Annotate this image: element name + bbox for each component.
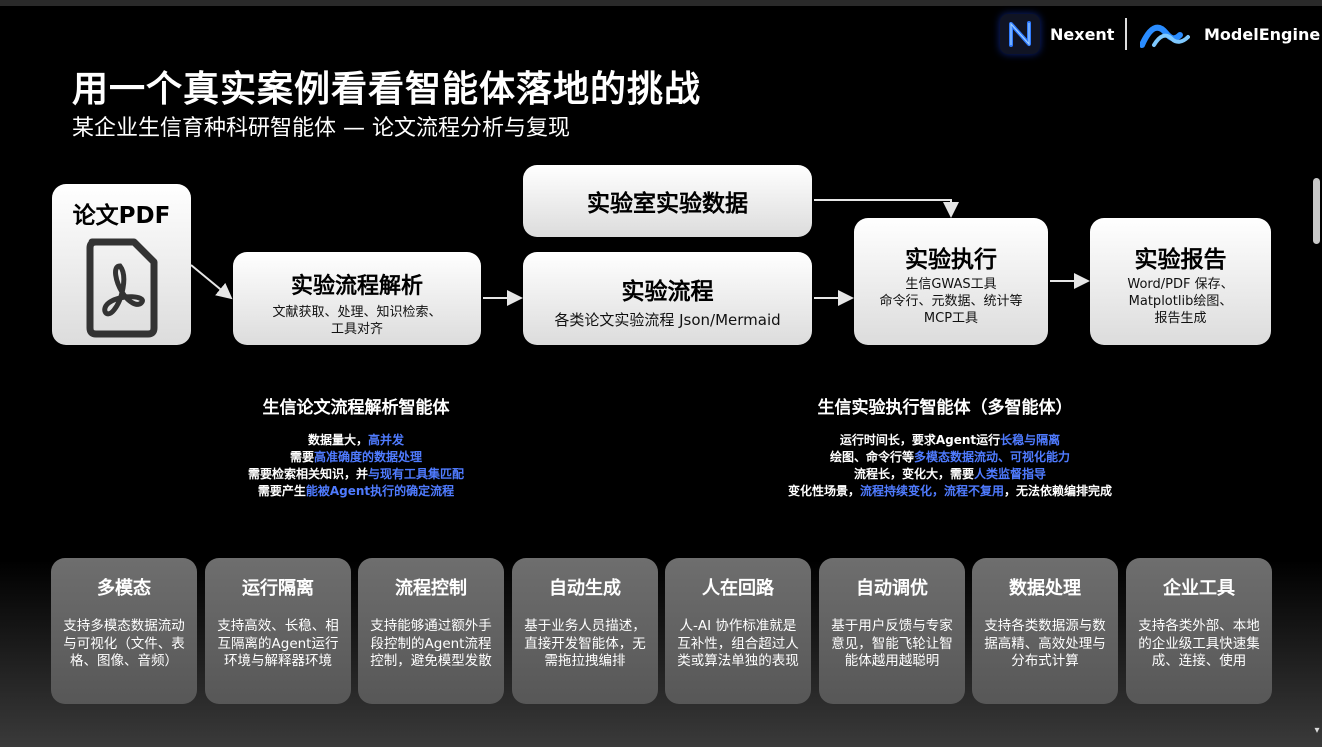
- right-agent-line: 绘图、命令行等多模态数据流动、可视化能力: [829, 450, 1071, 464]
- capability-card-flow-control: 流程控制 支持能够通过额外手段控制的Agent流程控制，避免模型发散: [358, 558, 504, 704]
- page-subtitle: 某企业生信育种科研智能体 — 论文流程分析与复现: [72, 116, 570, 141]
- modelengine-logo: ModelEngine: [1140, 14, 1320, 54]
- card-title: 数据处理: [1009, 578, 1081, 599]
- pdf-file-icon: [86, 238, 157, 338]
- right-agent-line: 变化性场景，流程持续变化，流程不复用，无法依赖编排完成: [787, 484, 1113, 498]
- page-title: 用一个真实案例看看智能体落地的挑战: [72, 69, 702, 110]
- right-agent-desc: 运行时间长，要求Agent运行长稳与隔离 绘图、命令行等多模态数据流动、可视化能…: [735, 432, 1165, 500]
- execution-box: 实验执行 生信GWAS工具 命令行、元数据、统计等 MCP工具: [854, 218, 1048, 345]
- pdf-box-title: 论文PDF: [72, 203, 171, 229]
- logo-divider: [1125, 18, 1127, 50]
- left-agent-line: 需要产生能被Agent执行的确定流程: [257, 484, 455, 498]
- card-desc: 基于用户反馈与专家意见，智能飞轮让智能体越用越聪明: [831, 618, 953, 669]
- card-title: 企业工具: [1163, 578, 1235, 599]
- scroll-down-arrow-icon[interactable]: ▾: [1314, 725, 1320, 736]
- execution-box-desc-3: MCP工具: [923, 311, 979, 326]
- lab-data-box-title: 实验室实验数据: [587, 191, 748, 217]
- nexent-logo: Nexent: [1000, 14, 1114, 54]
- parse-box-title: 实验流程解析: [290, 274, 423, 299]
- arrow-pdf-to-parse: [190, 264, 233, 300]
- card-desc: 支持能够通过额外手段控制的Agent流程控制，避免模型发散: [370, 618, 492, 669]
- capability-card-enterprise-tools: 企业工具 支持各类外部、本地的企业级工具快速集成、连接、使用: [1126, 558, 1272, 704]
- capability-card-isolation: 运行隔离 支持高效、长稳、相互隔离的Agent运行环境与解释器环境: [205, 558, 351, 704]
- execution-box-desc-1: 生信GWAS工具: [905, 277, 997, 292]
- modelengine-wave-icon: [1140, 24, 1190, 48]
- card-title: 运行隔离: [242, 578, 314, 599]
- right-agent-line: 流程长，变化大，需要人类监督指导: [853, 467, 1047, 481]
- process-box: 实验流程 各类论文实验流程 Json/Mermaid: [523, 252, 812, 345]
- left-agent-title: 生信论文流程解析智能体: [262, 398, 450, 418]
- card-title: 多模态: [97, 578, 151, 599]
- report-box: 实验报告 Word/PDF 保存、 Matplotlib绘图、 报告生成: [1090, 218, 1271, 345]
- card-title: 人在回路: [702, 578, 774, 599]
- right-agent-line: 运行时间长，要求Agent运行长稳与隔离: [839, 433, 1061, 447]
- right-agent-title: 生信实验执行智能体（多智能体）: [817, 398, 1073, 418]
- lab-data-box: 实验室实验数据: [523, 165, 812, 237]
- capability-card-multimodal: 多模态 支持多模态数据流动与可视化（文件、表格、图像、音频）: [51, 558, 197, 704]
- card-desc: 基于业务人员描述，直接开发智能体，无需拖拉拽编排: [524, 618, 646, 669]
- nexent-n-icon: [1000, 14, 1040, 54]
- capability-card-data-processing: 数据处理 支持各类数据源与数据高精、高效处理与分布式计算: [972, 558, 1118, 704]
- capability-card-auto-tune: 自动调优 基于用户反馈与专家意见，智能飞轮让智能体越用越聪明: [819, 558, 965, 704]
- report-box-title: 实验报告: [1134, 247, 1227, 273]
- parse-box-desc-1: 文献获取、处理、知识检索、: [272, 305, 442, 320]
- left-agent-line: 数据量大，高并发: [307, 433, 405, 447]
- left-agent-desc: 数据量大，高并发 需要高准确度的数据处理 需要检索相关知识，并与现有工具集匹配 …: [180, 432, 532, 500]
- execution-box-title: 实验执行: [905, 247, 997, 273]
- card-desc: 支持各类外部、本地的企业级工具快速集成、连接、使用: [1138, 618, 1260, 669]
- left-agent-line: 需要检索相关知识，并与现有工具集匹配: [247, 467, 465, 481]
- process-box-title: 实验流程: [621, 279, 714, 305]
- pdf-box: 论文PDF: [52, 184, 191, 345]
- arrow-lab-to-exec: [814, 199, 959, 218]
- card-title: 自动调优: [856, 578, 928, 599]
- bottom-gradient: [0, 560, 1322, 747]
- card-desc: 人-AI 协作标准就是互补性，组合超过人类或算法单独的表现: [677, 618, 799, 669]
- card-desc: 支持多模态数据流动与可视化（文件、表格、图像、音频）: [63, 618, 185, 669]
- parse-box: 实验流程解析 文献获取、处理、知识检索、 工具对齐: [233, 252, 481, 345]
- card-title: 流程控制: [395, 578, 467, 599]
- capability-card-auto-gen: 自动生成 基于业务人员描述，直接开发智能体，无需拖拉拽编排: [512, 558, 658, 704]
- flow-arrows: [190, 199, 1090, 306]
- execution-box-desc-2: 命令行、元数据、统计等: [879, 294, 1023, 309]
- scrollbar-thumb[interactable]: [1313, 178, 1320, 244]
- card-desc: 支持各类数据源与数据高精、高效处理与分布式计算: [984, 618, 1106, 669]
- report-box-desc-2: Matplotlib绘图、: [1128, 294, 1233, 309]
- parse-box-desc-2: 工具对齐: [330, 322, 383, 337]
- report-box-desc-1: Word/PDF 保存、: [1127, 277, 1234, 292]
- report-box-desc-3: 报告生成: [1154, 311, 1207, 326]
- process-box-desc: 各类论文实验流程 Json/Mermaid: [554, 311, 781, 329]
- card-title: 自动生成: [549, 578, 621, 599]
- card-desc: 支持高效、长稳、相互隔离的Agent运行环境与解释器环境: [217, 618, 339, 669]
- nexent-logo-text: Nexent: [1050, 24, 1115, 44]
- capability-card-human-in-loop: 人在回路 人-AI 协作标准就是互补性，组合超过人类或算法单独的表现: [665, 558, 811, 704]
- top-bar: [0, 0, 1322, 6]
- modelengine-logo-text: ModelEngine: [1204, 24, 1321, 44]
- left-agent-line: 需要高准确度的数据处理: [289, 450, 423, 464]
